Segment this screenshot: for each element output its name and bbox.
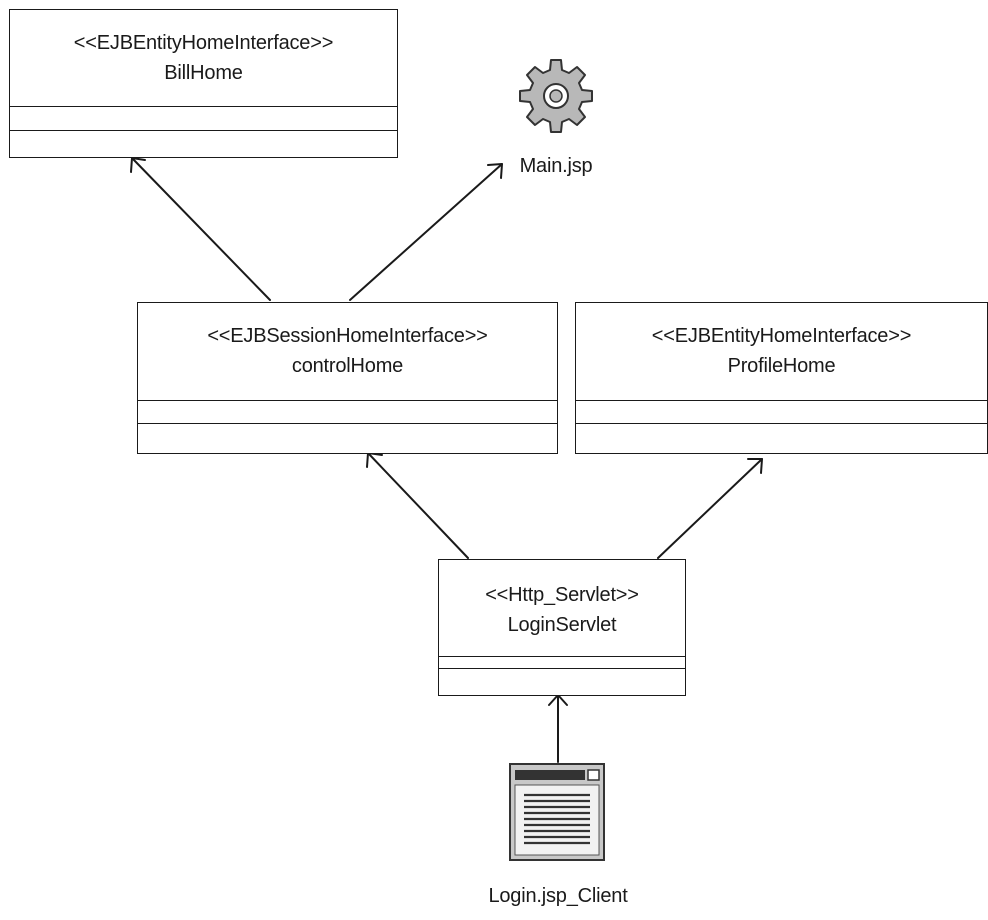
class-billhome-name: BillHome [164, 62, 243, 84]
class-billhome-header: <<EJBEntityHomeInterface>> BillHome [10, 10, 397, 88]
class-loginservlet-operations [439, 668, 685, 669]
class-controlhome-name: controlHome [291, 355, 404, 377]
arrow-loginservlet-to-profilehome [657, 458, 763, 559]
class-loginservlet[interactable]: <<Http_Servlet>> LoginServlet [438, 559, 686, 696]
arrow-controlhome-to-billhome [130, 157, 271, 301]
class-profilehome-stereotype: <<EJBEntityHomeInterface>> [651, 325, 912, 347]
class-billhome-stereotype: <<EJBEntityHomeInterface>> [73, 32, 334, 54]
class-billhome[interactable]: <<EJBEntityHomeInterface>> BillHome [9, 9, 398, 158]
class-controlhome[interactable]: <<EJBSessionHomeInterface>> controlHome [137, 302, 558, 454]
class-profilehome[interactable]: <<EJBEntityHomeInterface>> ProfileHome [575, 302, 988, 454]
arrow-controlhome-to-mainjsp [349, 163, 503, 301]
class-profilehome-name: ProfileHome [727, 355, 836, 377]
class-profilehome-operations [576, 423, 987, 424]
class-billhome-operations [10, 130, 397, 131]
class-loginservlet-name: LoginServlet [507, 614, 617, 636]
class-controlhome-stereotype: <<EJBSessionHomeInterface>> [207, 325, 488, 347]
class-profilehome-attributes [576, 400, 987, 401]
main-jsp-label: Main.jsp [519, 155, 593, 177]
class-loginservlet-attributes [439, 656, 685, 657]
arrow-client-to-loginservlet [548, 694, 568, 763]
class-controlhome-header: <<EJBSessionHomeInterface>> controlHome [138, 303, 557, 381]
class-billhome-attributes [10, 106, 397, 107]
login-client-label: Login.jsp_Client [488, 885, 628, 907]
arrow-loginservlet-to-controlhome [366, 452, 469, 559]
class-controlhome-attributes [138, 400, 557, 401]
class-profilehome-header: <<EJBEntityHomeInterface>> ProfileHome [576, 303, 987, 381]
class-controlhome-operations [138, 423, 557, 424]
class-loginservlet-header: <<Http_Servlet>> LoginServlet [439, 560, 685, 640]
class-loginservlet-stereotype: <<Http_Servlet>> [485, 584, 639, 606]
